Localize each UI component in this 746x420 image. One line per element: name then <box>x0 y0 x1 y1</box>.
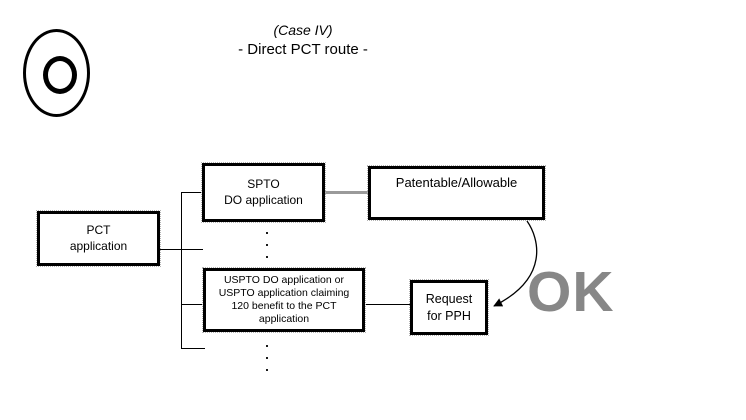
patentable-allowable-box: Patentable/Allowable <box>367 165 546 221</box>
route-title: - Direct PCT route - <box>238 41 368 58</box>
connector-spto-to-patentable <box>325 191 368 194</box>
connector-trunk-to-uspto <box>181 304 203 305</box>
dot <box>266 369 268 371</box>
connector-trunk-bottom-stub <box>181 348 205 349</box>
dot <box>266 345 268 347</box>
circle-o-icon <box>23 29 90 117</box>
circle-o-icon-inner <box>43 56 77 94</box>
pct-application-box: PCT application <box>36 210 161 267</box>
spto-do-application-box: SPTO DO application <box>201 162 326 223</box>
dot <box>266 244 268 246</box>
connector-trunk-to-spto <box>181 192 202 193</box>
connector-uspto-to-request <box>365 304 410 305</box>
ok-text: OK <box>527 260 615 324</box>
dot <box>266 256 268 258</box>
case-label: (Case IV) <box>273 22 333 38</box>
dot <box>266 357 268 359</box>
connector-trunk-vertical <box>181 192 182 349</box>
uspto-do-application-box: USPTO DO application or USPTO applicatio… <box>202 267 366 333</box>
dot <box>266 232 268 234</box>
request-for-pph-box: Request for PPH <box>409 279 489 336</box>
